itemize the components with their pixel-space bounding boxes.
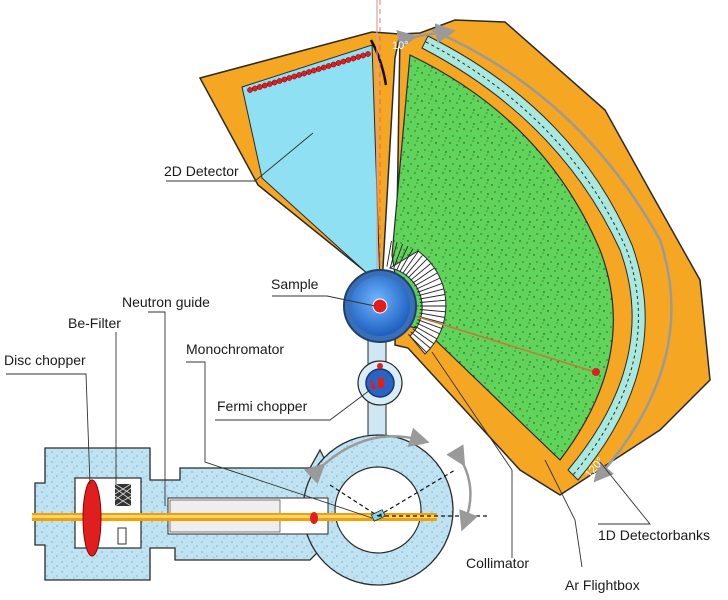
- label-ar-flightbox: Ar Flightbox: [565, 577, 640, 593]
- collimator-blade: [419, 312, 446, 318]
- detector-2d-edge: [369, 39, 388, 86]
- detector-2d: [241, 44, 381, 287]
- detector-tube: [281, 76, 288, 83]
- sample-point: [372, 298, 388, 314]
- collimator-blade: [414, 272, 438, 287]
- leader-lines: [6, 132, 651, 568]
- collimator-blade: [418, 288, 444, 297]
- detector-tube: [286, 75, 293, 81]
- collimator-blade: [419, 299, 446, 303]
- detector-tube: [350, 55, 357, 62]
- angle-arrow-right: [446, 444, 478, 532]
- detector-tube: [261, 82, 268, 89]
- label-monochromator: Monochromator: [186, 341, 284, 357]
- detector-tube: [301, 70, 307, 77]
- detector-tube: [276, 78, 283, 84]
- collimator-blade: [419, 309, 446, 313]
- collimator-blade: [402, 251, 419, 274]
- collimator-blade: [418, 315, 444, 324]
- label-be-filter: Be-Filter: [68, 315, 121, 331]
- collimator-blade: [412, 328, 435, 345]
- detector-tube: [296, 72, 303, 78]
- detector-tube: [266, 81, 273, 87]
- detector-tube: [315, 66, 322, 72]
- collimator-blade: [410, 331, 431, 349]
- scatter-ray: [379, 304, 596, 373]
- detector-2d-tubes: [247, 51, 371, 93]
- beam-pulse: [310, 512, 318, 524]
- detector-tube: [345, 57, 352, 63]
- angle-top-label: 10°: [392, 40, 409, 52]
- detector-tube: [365, 51, 371, 57]
- collimator-blade: [417, 319, 443, 330]
- be-filter: [115, 484, 131, 506]
- detectorbank-strip: [421, 35, 646, 481]
- detector-tube: [330, 61, 337, 68]
- ar-flightbox: [391, 54, 614, 461]
- disc-chopper: [82, 479, 102, 557]
- collimator-blade: [416, 322, 440, 335]
- angle-arrow-left: [303, 427, 430, 485]
- detector-tube: [271, 79, 278, 86]
- detector-tube: [256, 84, 263, 90]
- detector-tube: [311, 67, 317, 74]
- detector-tube: [325, 63, 332, 69]
- detector-tube: [360, 52, 366, 59]
- collimator-blade: [414, 325, 438, 340]
- scatter-point: [592, 368, 600, 376]
- angle-arrow-bank: [431, 28, 673, 483]
- label-collimator: Collimator: [466, 555, 529, 571]
- detector-tube: [320, 64, 327, 71]
- detector-tube: [247, 87, 253, 93]
- detector-tube: [335, 60, 342, 66]
- collimator-blade: [399, 248, 414, 272]
- label-neutron-guide: Neutron guide: [122, 294, 210, 310]
- collimator-blade: [405, 255, 423, 276]
- label-disc-chopper: Disc chopper: [4, 352, 86, 368]
- detector-tube: [252, 85, 258, 92]
- detector-tube: [306, 69, 312, 75]
- collimator: [386, 240, 447, 355]
- label-1d-detectorbanks: 1D Detectorbanks: [598, 527, 710, 543]
- angle-right-label: 35°: [470, 472, 485, 490]
- collimator-blade: [419, 294, 446, 300]
- collimator-blade: [410, 263, 431, 281]
- angle-arrow-top: [396, 23, 456, 50]
- label-fermi-chopper: Fermi chopper: [217, 398, 308, 414]
- collimator-blade: [389, 242, 398, 268]
- collimator-blade: [407, 258, 428, 279]
- detector-tube: [291, 73, 298, 80]
- collimator-blade: [412, 267, 435, 284]
- label-sample: Sample: [271, 276, 319, 292]
- detector-tube: [355, 54, 362, 60]
- detector-tube: [340, 58, 347, 65]
- label-2d-detector: 2D Detector: [164, 163, 239, 179]
- collimator-blade: [416, 277, 440, 290]
- collimator-blade: [396, 246, 409, 270]
- collimator-blade: [417, 282, 443, 293]
- collimator-blade: [407, 333, 428, 354]
- collimator-blade: [393, 243, 404, 269]
- collimator-blade: [386, 240, 392, 267]
